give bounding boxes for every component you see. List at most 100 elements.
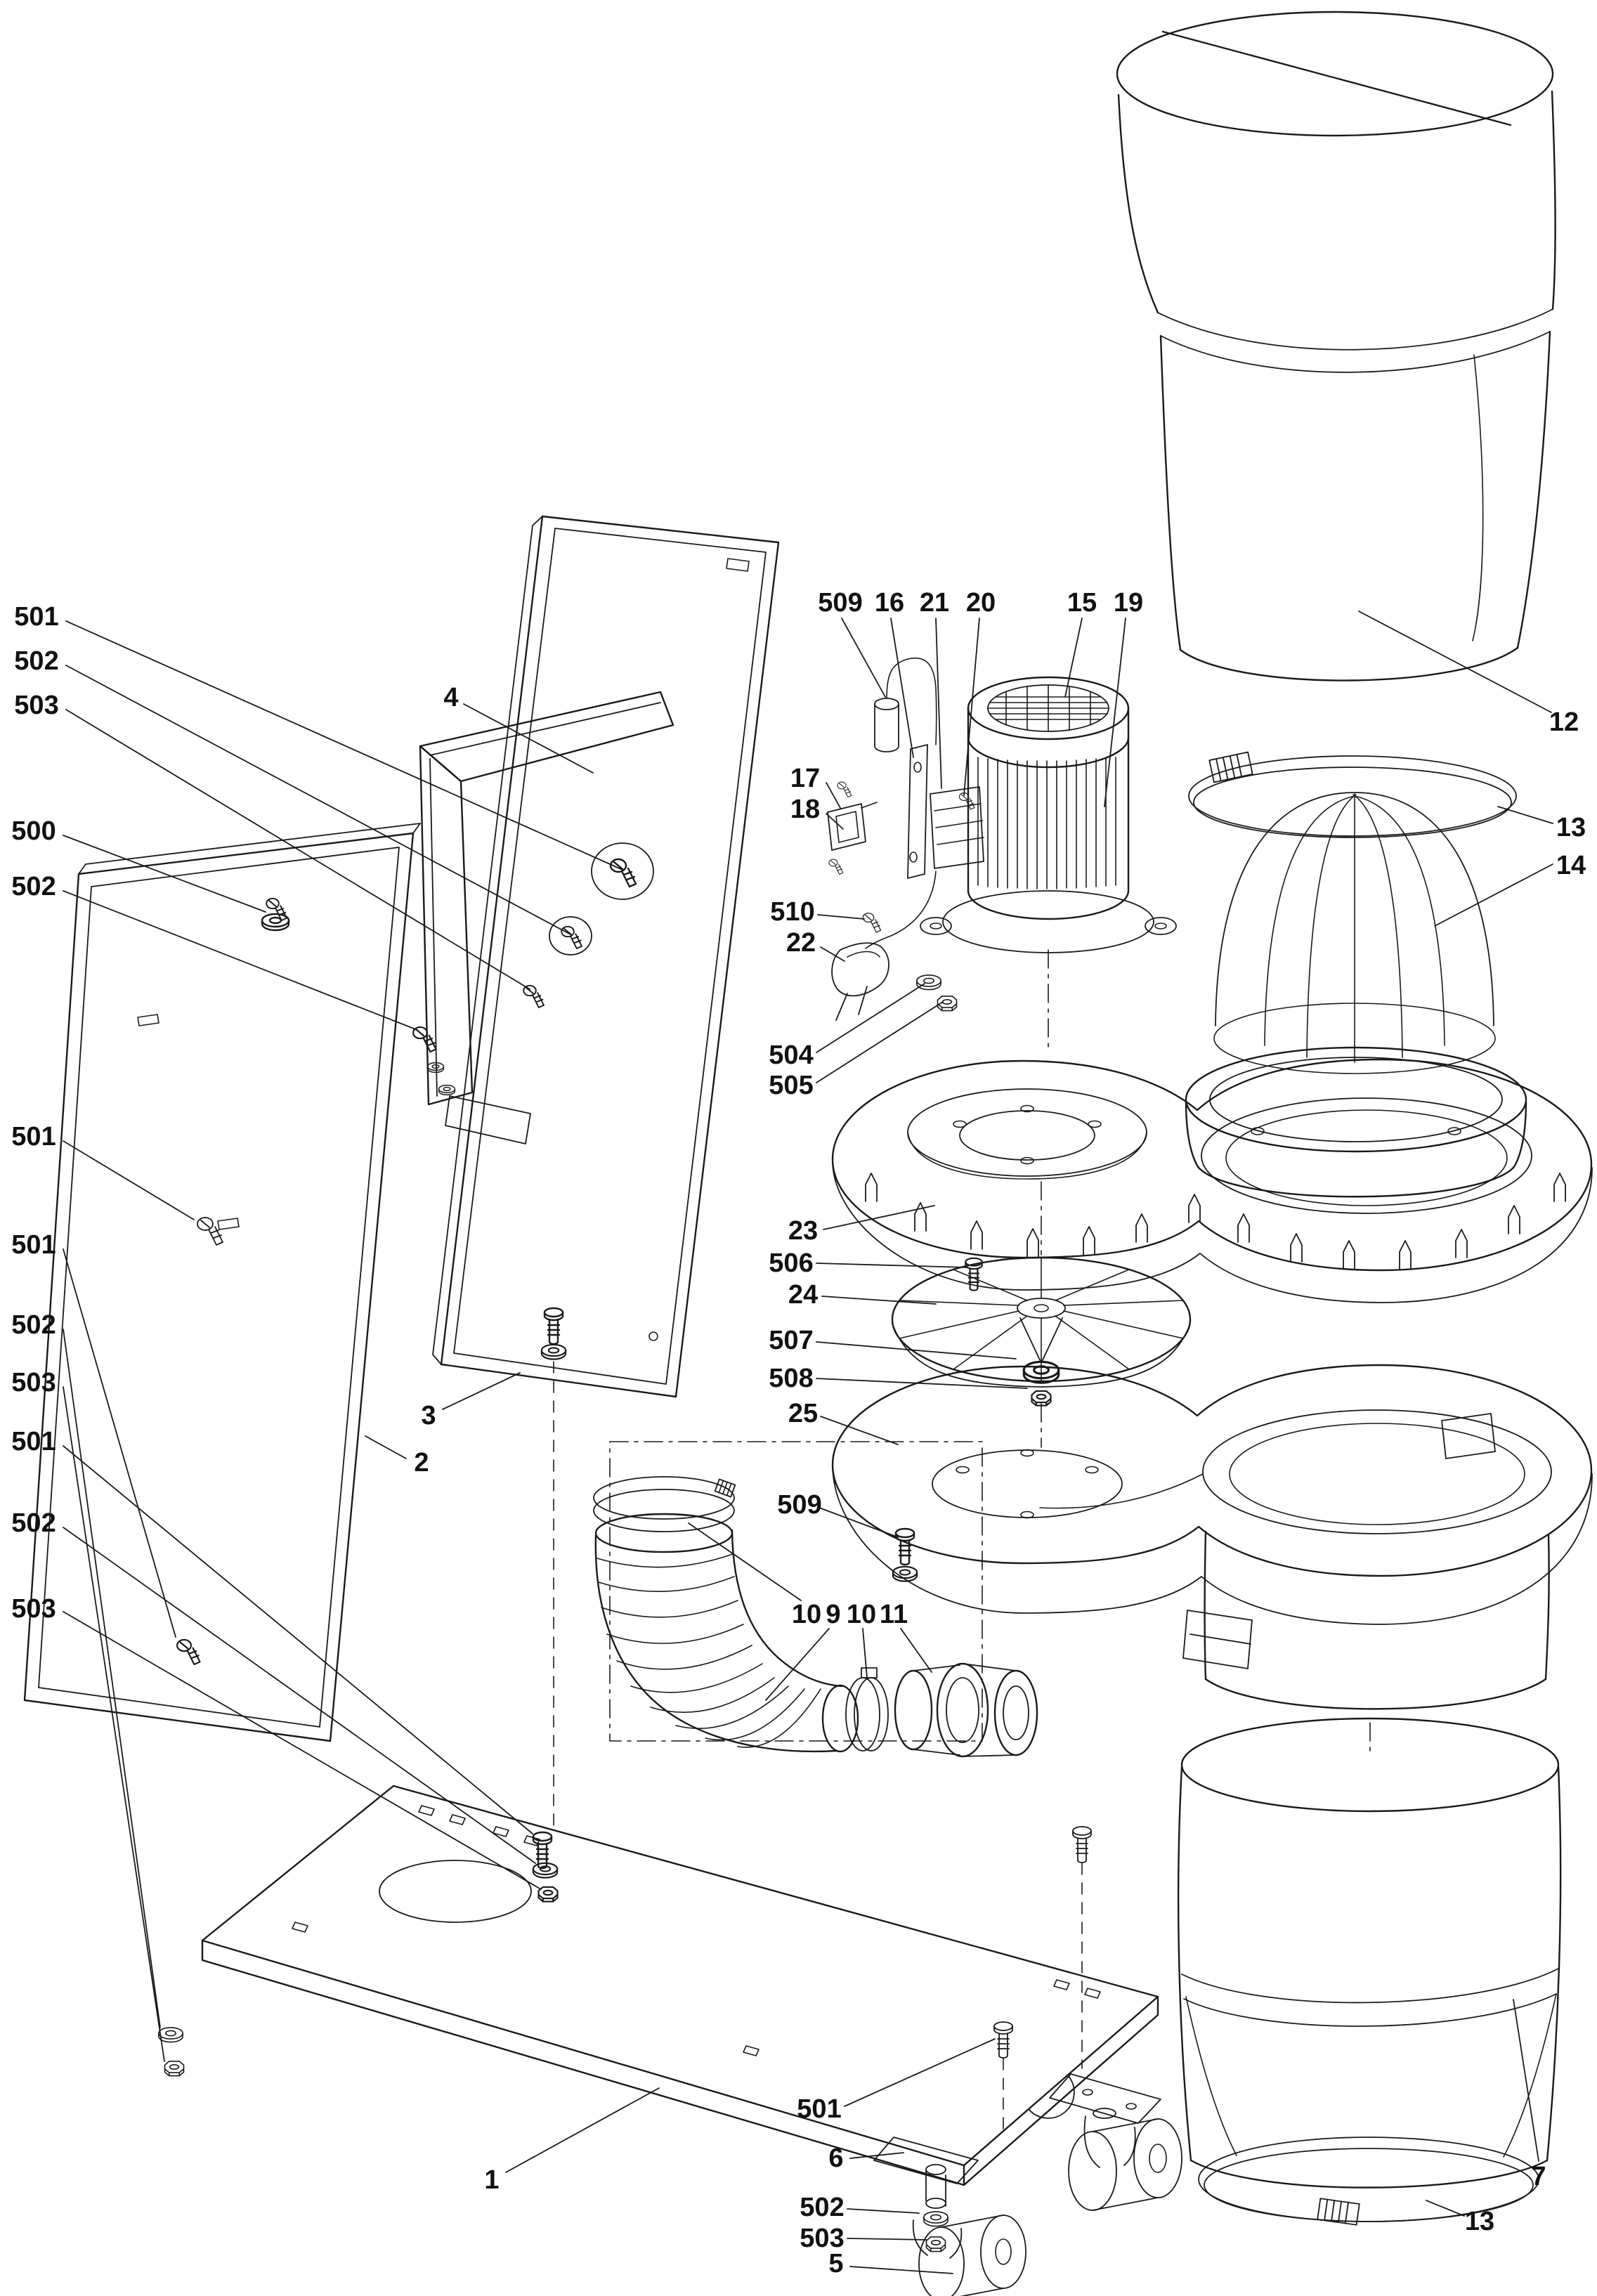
leader-line-501 (63, 1140, 195, 1220)
part-label-509: 509 (777, 1490, 822, 1520)
part-label-18: 18 (790, 795, 821, 824)
part-label-22: 22 (786, 928, 816, 958)
construction-lines (1041, 949, 1371, 1756)
part-label-4: 4 (443, 683, 459, 712)
leader-line-13 (1497, 806, 1553, 824)
leader-line-1 (505, 2087, 660, 2173)
part-label-501: 501 (11, 1122, 56, 1152)
panel-left-drawing (23, 823, 421, 1742)
leader-line-10 (688, 1522, 802, 1601)
leader-line-502 (63, 1329, 161, 2028)
base-plate-drawing (201, 1785, 1159, 2186)
leader-line-5 (849, 2266, 953, 2274)
leader-line-6 (849, 2152, 904, 2159)
leader-line-21 (935, 618, 942, 789)
leader-line-2 (365, 1435, 407, 1459)
leader-line-23 (823, 1205, 935, 1230)
part-label-25: 25 (788, 1399, 819, 1428)
leader-line-10 (862, 1628, 868, 1678)
part-label-14: 14 (1556, 851, 1586, 880)
leader-line-502 (847, 2208, 920, 2214)
part-label-501: 501 (11, 1230, 56, 1260)
part-label-502: 502 (11, 1310, 56, 1340)
panel-tall-drawing (432, 515, 780, 1832)
leader-line-507 (816, 1341, 1017, 1359)
leader-line-16 (890, 618, 914, 758)
leader-line-505 (816, 1001, 944, 1083)
part-label-508: 508 (769, 1364, 814, 1393)
part-label-10: 10 (791, 1600, 822, 1629)
part-label-510: 510 (770, 897, 815, 927)
part-label-5: 5 (828, 2249, 844, 2278)
switch-drawing (827, 781, 878, 875)
part-label-503: 503 (11, 1594, 56, 1624)
leader-line-502 (63, 890, 418, 1031)
housing-bottom-drawing (831, 1364, 1593, 1710)
part-label-23: 23 (788, 1216, 819, 1246)
terminal-box-drawing (907, 744, 984, 879)
leader-lines-layer (63, 611, 1553, 2274)
leader-line-18 (826, 813, 844, 830)
leader-line-501 (63, 1248, 176, 1638)
part-label-1: 1 (484, 2165, 500, 2195)
part-label-12: 12 (1549, 707, 1579, 737)
leader-line-501 (63, 1445, 533, 1834)
part-label-13: 13 (1556, 813, 1586, 842)
part-label-19: 19 (1113, 588, 1144, 618)
leader-line-12 (1358, 611, 1552, 713)
leader-line-503 (63, 1611, 540, 1889)
leader-line-503 (65, 709, 530, 990)
part-label-6: 6 (828, 2144, 844, 2173)
part-label-11: 11 (879, 1600, 908, 1629)
part-label-502: 502 (11, 872, 56, 901)
part-label-505: 505 (769, 1071, 814, 1100)
part-label-501: 501 (11, 1427, 56, 1456)
leader-line-508 (816, 1378, 1028, 1389)
hose-assembly-drawing (593, 1441, 1038, 1758)
leader-line-14 (1434, 863, 1553, 927)
part-label-2: 2 (414, 1448, 429, 1478)
band-clamp-bottom-drawing (1198, 2137, 1539, 2226)
part-label-501: 501 (14, 602, 59, 632)
leader-line-7 (1513, 1999, 1539, 2162)
leader-line-510 (817, 914, 865, 920)
part-label-15: 15 (1067, 588, 1097, 618)
part-label-509: 509 (818, 588, 863, 618)
part-label-24: 24 (788, 1280, 819, 1310)
capacitor-drawing (874, 657, 937, 752)
bottom-bag-drawing (1177, 1717, 1562, 2189)
leader-line-15 (1064, 618, 1083, 698)
leader-line-22 (820, 946, 845, 962)
leader-line-503 (63, 1386, 165, 2062)
impeller-drawing (891, 1256, 1192, 1407)
leader-line-17 (826, 782, 841, 809)
leader-line-506 (816, 1263, 967, 1268)
band-clamp-top-drawing (1188, 751, 1517, 838)
leader-line-4 (463, 703, 594, 774)
corner-bracket-drawing (412, 691, 674, 1144)
leader-line-509 (819, 1507, 899, 1538)
electrical-fasteners-drawing (862, 913, 958, 1012)
part-label-503: 503 (800, 2224, 845, 2253)
leader-line-504 (816, 983, 925, 1053)
part-label-9: 9 (826, 1600, 841, 1629)
casters-drawing (873, 1826, 1182, 2296)
part-label-502: 502 (800, 2193, 845, 2222)
part-label-503: 503 (14, 691, 59, 720)
part-label-17: 17 (790, 764, 821, 793)
part-label-502: 502 (14, 646, 59, 676)
housing-top-drawing (831, 1058, 1593, 1303)
leader-line-502 (65, 665, 571, 935)
leader-line-503 (847, 2238, 927, 2240)
filter-bag-drawing (1116, 11, 1556, 681)
wire-cage-drawing (1213, 792, 1496, 1074)
leader-line-24 (821, 1296, 937, 1305)
part-label-21: 21 (919, 588, 950, 618)
part-label-506: 506 (769, 1248, 814, 1278)
part-label-500: 500 (11, 816, 56, 846)
leader-line-500 (63, 835, 266, 913)
power-plug-drawing (831, 870, 937, 1021)
leader-line-509 (841, 618, 886, 698)
part-label-13: 13 (1464, 2207, 1495, 2236)
